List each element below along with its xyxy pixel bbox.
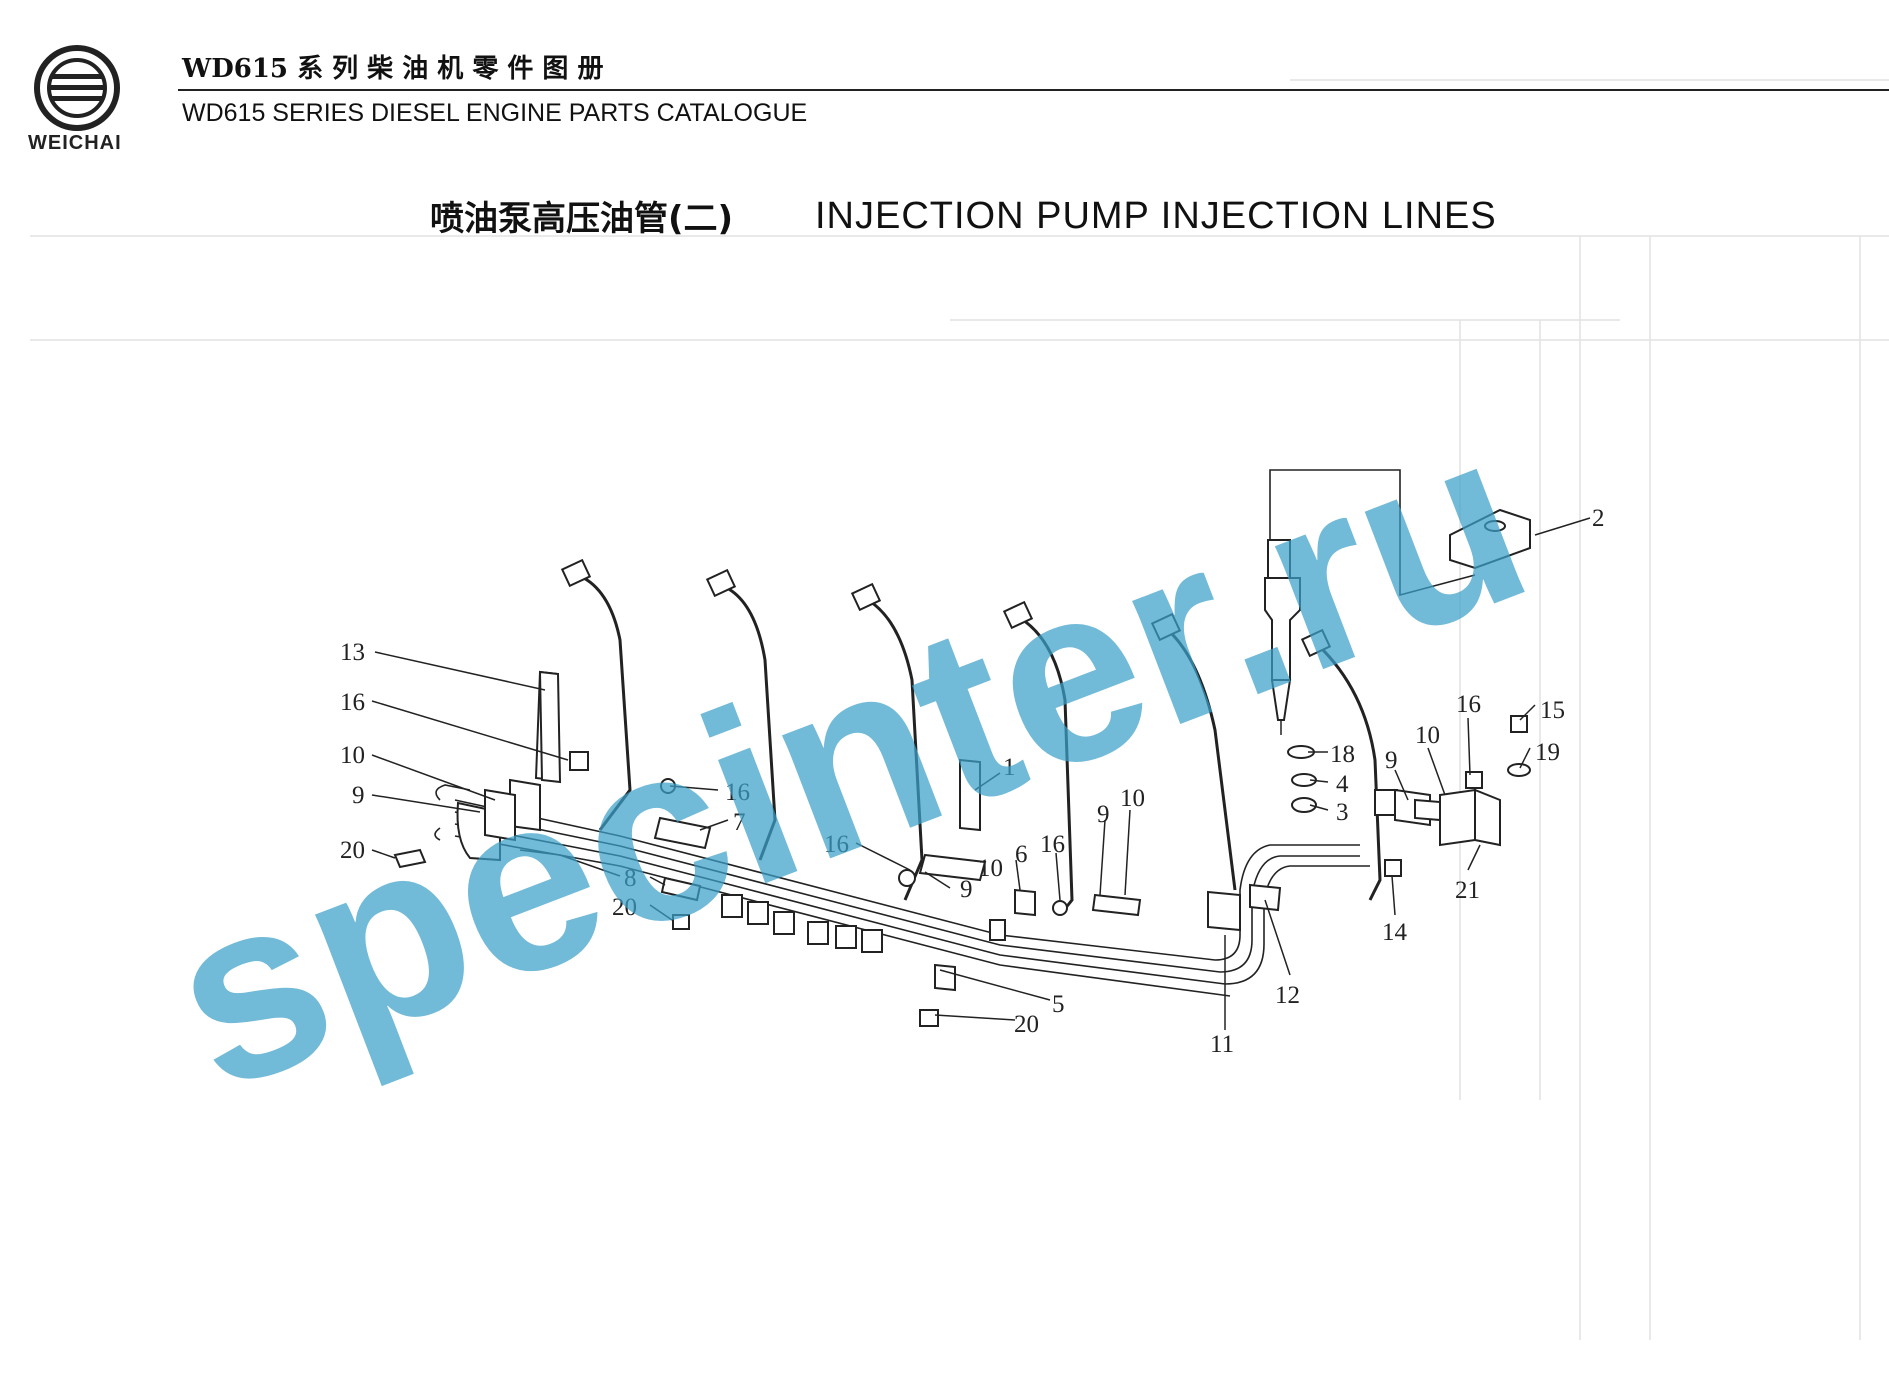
callout-10: 10 xyxy=(1415,722,1440,749)
callout-18: 18 xyxy=(1330,741,1355,768)
callout-16: 16 xyxy=(824,831,849,858)
right-bracket xyxy=(1384,715,1531,877)
callout-19: 19 xyxy=(1535,739,1560,766)
catalogue-title-cn: WD615 系 列 柴 油 机 零 件 图 册 xyxy=(181,54,604,84)
injection-lines-diagram: 13 16 10 9 20 16 7 8 20 16 9 10 1 6 16 9… xyxy=(340,469,1605,1058)
callout-6: 6 xyxy=(1015,841,1028,868)
callout-5: 5 xyxy=(1052,991,1065,1018)
pipe-nuts xyxy=(560,558,1332,658)
bleed-through xyxy=(30,79,1889,1340)
injector-lines xyxy=(579,574,1382,916)
strap xyxy=(484,670,589,842)
callout-20: 20 xyxy=(1014,1011,1039,1038)
callout-16: 16 xyxy=(340,689,365,716)
clamp-block xyxy=(1269,469,1531,597)
callout-16: 16 xyxy=(1040,831,1065,858)
callout-16: 16 xyxy=(725,779,750,806)
callout-9: 9 xyxy=(1385,747,1398,774)
callout-4: 4 xyxy=(1336,771,1349,798)
delivery-nuts xyxy=(721,894,883,953)
callout-12: 12 xyxy=(1275,982,1300,1009)
callout-14: 14 xyxy=(1382,919,1408,946)
callout-9: 9 xyxy=(960,876,973,903)
callout-10: 10 xyxy=(340,742,365,769)
leader-lines xyxy=(371,517,1591,1030)
callout-8: 8 xyxy=(624,865,637,892)
catalogue-title-en: WD615 SERIES DIESEL ENGINE PARTS CATALOG… xyxy=(182,99,807,127)
callout-20: 20 xyxy=(340,837,365,864)
callout-labels: 13 16 10 9 20 16 7 8 20 16 9 10 1 6 16 9… xyxy=(340,505,1605,1058)
callout-16: 16 xyxy=(1456,691,1481,718)
callout-20: 20 xyxy=(612,894,637,921)
callout-15: 15 xyxy=(1540,697,1565,724)
callout-9: 9 xyxy=(1097,801,1110,828)
page-title-en: INJECTION PUMP INJECTION LINES xyxy=(815,195,1497,237)
brand-name: WEICHAI xyxy=(28,132,122,154)
callout-2: 2 xyxy=(1592,505,1605,532)
callout-1: 1 xyxy=(1003,754,1016,781)
middle-clamps xyxy=(898,758,1282,1027)
weichai-logo: WEICHAI xyxy=(28,45,122,154)
page-title-cn: 喷油泵高压油管(二) xyxy=(430,199,733,239)
callout-11: 11 xyxy=(1210,1031,1234,1058)
injector xyxy=(1264,539,1431,827)
callout-13: 13 xyxy=(340,639,365,666)
pipe-bundle xyxy=(434,784,1370,997)
callout-10: 10 xyxy=(978,855,1003,882)
callout-3: 3 xyxy=(1336,799,1349,826)
callout-21: 21 xyxy=(1455,877,1480,904)
callout-9: 9 xyxy=(352,782,365,809)
callout-10: 10 xyxy=(1120,785,1145,812)
callout-7: 7 xyxy=(733,809,746,836)
